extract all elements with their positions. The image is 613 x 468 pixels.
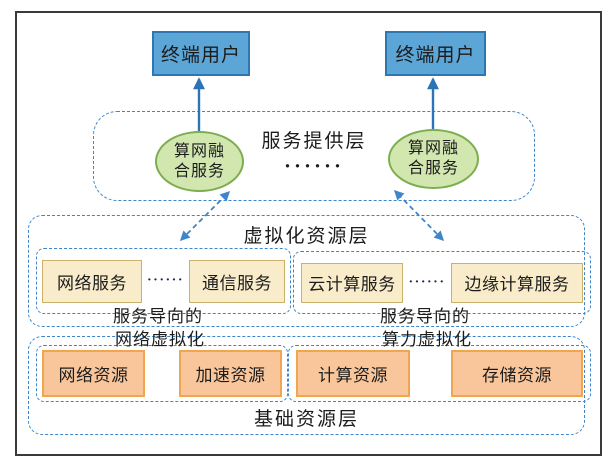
fusion-service-ellipse-left: 算网融 合服务 [155, 131, 244, 192]
storage-resource-box: 存储资源 [451, 350, 583, 397]
service-provision-layer: 服务提供层 ······ [93, 111, 535, 201]
edge-computing-service-box: 边缘计算服务 [450, 262, 583, 303]
fusion-service-left-line1: 算网融 [173, 142, 225, 160]
end-user-box-right: 终端用户 [385, 31, 486, 76]
network-service-box: 网络服务 [42, 259, 142, 303]
fusion-service-right-line1: 算网融 [407, 140, 459, 158]
acceleration-resource-box: 加速资源 [179, 350, 282, 397]
figure-frame [15, 11, 602, 456]
network-virtualization-caption-line2: 网络虚拟化 [115, 330, 205, 349]
fusion-service-right-line2: 合服务 [407, 160, 459, 177]
communication-service-box: 通信服务 [188, 259, 285, 303]
basic-resource-layer: 基础资源层 [28, 336, 585, 435]
computing-service-ellipsis: ······ [408, 274, 446, 290]
virtualization-resource-layer-title: 虚拟化资源层 [243, 226, 370, 247]
network-virtualization-caption-line1: 服务导向的 [113, 307, 203, 326]
network-resource-group: 网络资源 加速资源 [36, 345, 288, 402]
cloud-computing-service-box: 云计算服务 [301, 262, 403, 303]
fusion-service-left-line2: 合服务 [173, 162, 225, 180]
basic-resource-layer-title: 基础资源层 [253, 409, 359, 430]
virtualization-resource-layer: 虚拟化资源层 [28, 215, 585, 327]
computing-resource-box: 计算资源 [296, 350, 410, 397]
network-service-group: 网络服务 ······ 通信服务 [36, 248, 291, 314]
network-service-ellipsis: ······ [146, 273, 184, 288]
fusion-service-ellipse-right: 算网融 合服务 [388, 129, 479, 189]
service-provision-layer-title: 服务提供层 [261, 131, 367, 152]
network-resource-box: 网络资源 [42, 350, 145, 397]
end-user-box-left: 终端用户 [152, 31, 250, 76]
computing-service-group: 云计算服务 ······ 边缘计算服务 [293, 251, 591, 314]
computing-virtualization-caption-line2: 算力虚拟化 [382, 330, 472, 349]
computing-resource-group: 计算资源 存储资源 [288, 345, 591, 402]
computing-virtualization-caption-line1: 服务导向的 [380, 307, 470, 326]
service-layer-ellipsis: ······ [283, 154, 345, 178]
